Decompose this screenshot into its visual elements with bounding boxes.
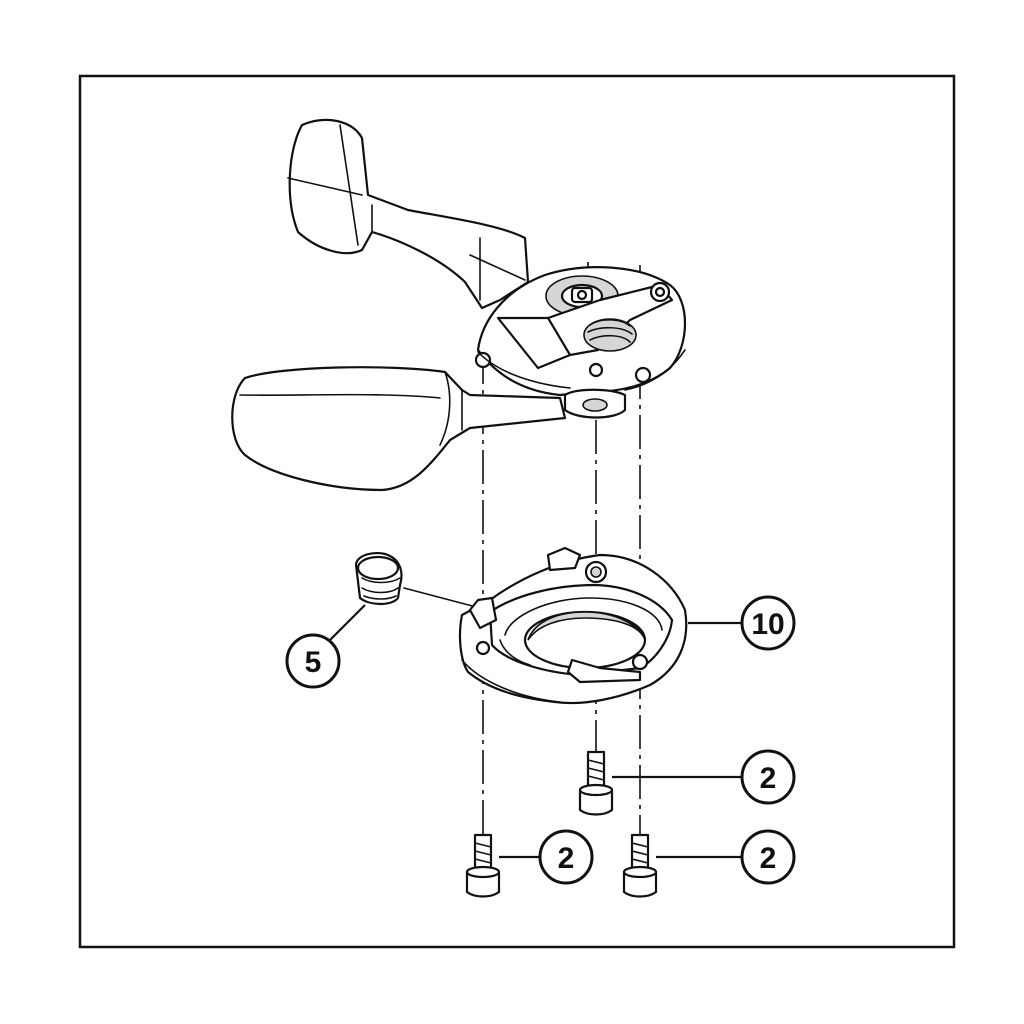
callout-2-left: 2 — [538, 829, 594, 885]
upper-lever — [287, 118, 530, 310]
lower-lever — [231, 366, 567, 492]
part-5-plug — [354, 551, 481, 609]
shifter-mechanism — [474, 266, 686, 419]
callout-2-right: 2 — [740, 829, 796, 885]
callout-10: 10 — [740, 595, 796, 651]
screw-right — [622, 833, 658, 898]
callout-2-right-label: 2 — [760, 842, 777, 875]
plug-guide-line — [403, 587, 481, 609]
callout-2-middle-label: 2 — [760, 762, 777, 795]
callout-2-middle: 2 — [740, 749, 796, 805]
screw-middle — [578, 750, 614, 816]
diagram-frame — [78, 74, 956, 949]
callout-5: 5 — [285, 633, 341, 689]
callout-5-label: 5 — [305, 646, 322, 679]
leader-5 — [329, 604, 366, 641]
screw-left — [465, 833, 501, 898]
part-10-lower-cover — [458, 546, 688, 705]
callout-2-left-label: 2 — [558, 842, 575, 875]
callout-10-label: 10 — [751, 608, 784, 641]
